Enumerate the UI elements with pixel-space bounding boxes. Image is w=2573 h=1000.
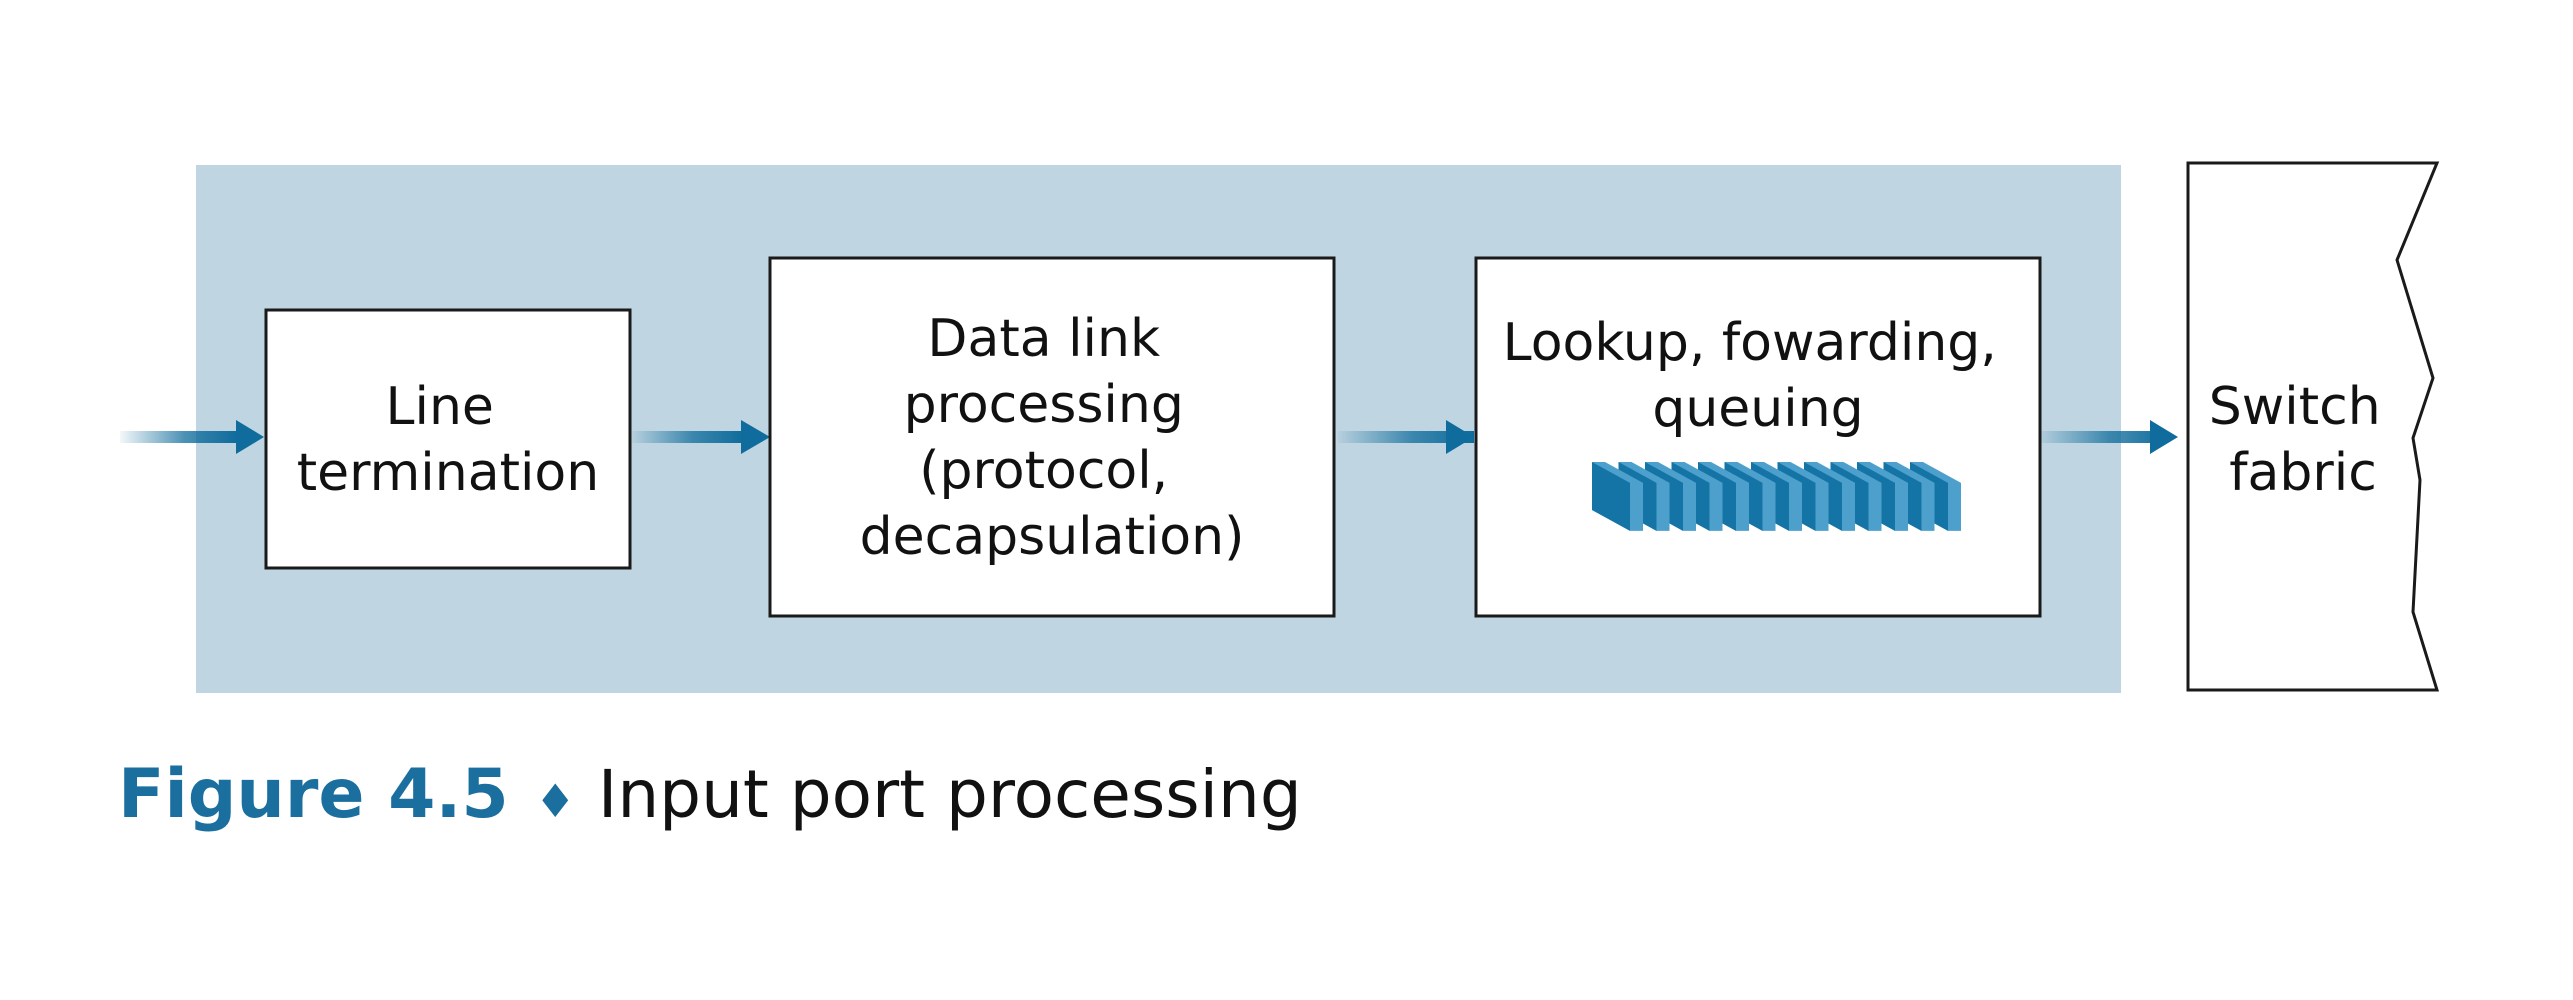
queue-icon <box>1592 462 1961 531</box>
diamond-separator-icon: ♦ <box>534 774 576 828</box>
svg-text:Lookup, fowarding, queui: Lookup, fowarding, queuing <box>1503 313 2014 439</box>
data-link-processing-box: Data link processing (protocol, decapsul… <box>768 256 1336 618</box>
lookup-label-line1: Lookup, fowarding, <box>1503 313 1997 373</box>
lookup-forwarding-box: Lookup, fowarding, queuing <box>1474 256 2042 618</box>
arrow-datalink-to-lookup <box>1338 420 1474 454</box>
line-termination-label-line2: termination <box>297 443 599 503</box>
figure-label: Figure 4.5 <box>118 755 509 834</box>
arrow-lookup-to-switch-fabric <box>2038 420 2178 454</box>
switch-fabric-label-line2: fabric <box>2229 443 2377 503</box>
data-link-label-line4: decapsulation) <box>860 507 1245 567</box>
switch-fabric-label-line1: Switch <box>2209 377 2381 437</box>
data-link-label-line3: (protocol, <box>919 441 1168 501</box>
svg-text:Switch fabric: Switch fabric <box>2209 377 2397 503</box>
svg-text:Data link processing: Data link processing (protocol, decapsul… <box>860 309 1245 567</box>
arrow-line-to-datalink <box>632 420 770 454</box>
figure-title: Input port processing <box>597 756 1302 833</box>
figure-caption: Figure 4.5 ♦ Input port processing <box>118 755 1302 845</box>
line-termination-label-line1: Line <box>386 377 494 437</box>
arrow-into-line-termination <box>120 420 264 454</box>
data-link-label-line2: processing <box>904 375 1184 435</box>
line-termination-box: Line termination <box>264 308 632 570</box>
switch-fabric-box: Switch fabric <box>2186 161 2440 692</box>
queue-packet <box>1592 462 1630 531</box>
data-link-label-line1: Data link <box>927 309 1160 369</box>
lookup-label-line2: queuing <box>1652 379 1863 439</box>
svg-text:Line termination: Line termination <box>297 377 599 503</box>
